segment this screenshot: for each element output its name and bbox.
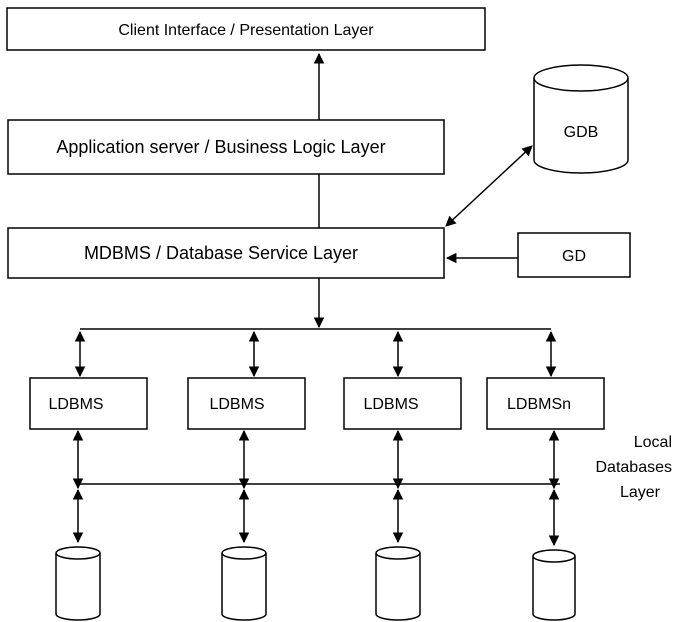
local-layer-label-line3: Layer — [620, 484, 661, 501]
local-db-4 — [532, 549, 576, 621]
mdbms-layer-label: MDBMS / Database Service Layer — [84, 243, 358, 263]
ldbms-label-2: LDBMS — [209, 396, 264, 413]
local-db-3 — [375, 546, 421, 621]
ldbms-box-4 — [486, 377, 605, 430]
client-layer-box — [6, 7, 486, 51]
ldbms-label-4: LDBMSn — [507, 396, 571, 413]
local-db-2 — [221, 546, 267, 621]
local-db-1 — [55, 546, 101, 621]
ldbms-label-3: LDBMS — [363, 396, 418, 413]
gd-label: GD — [562, 248, 586, 265]
ldbms-box-2 — [187, 377, 306, 430]
gdb-label: GDB — [564, 124, 599, 141]
app-layer-label: Application server / Business Logic Laye… — [56, 137, 385, 157]
client-layer-label: Client Interface / Presentation Layer — [118, 22, 374, 39]
ldbms-label-1: LDBMS — [48, 396, 103, 413]
local-layer-label-line1: Local — [634, 434, 672, 451]
ldbms-box-3 — [343, 377, 462, 430]
gd-box — [517, 232, 631, 278]
gdb-cylinder — [533, 64, 629, 174]
local-layer-label-line2: Databases — [596, 459, 673, 476]
arrow-mdbms-gdb — [445, 145, 533, 227]
mdbms-layer-box — [7, 227, 445, 279]
ldbms-box-1 — [29, 377, 148, 430]
app-layer-box — [7, 119, 445, 175]
